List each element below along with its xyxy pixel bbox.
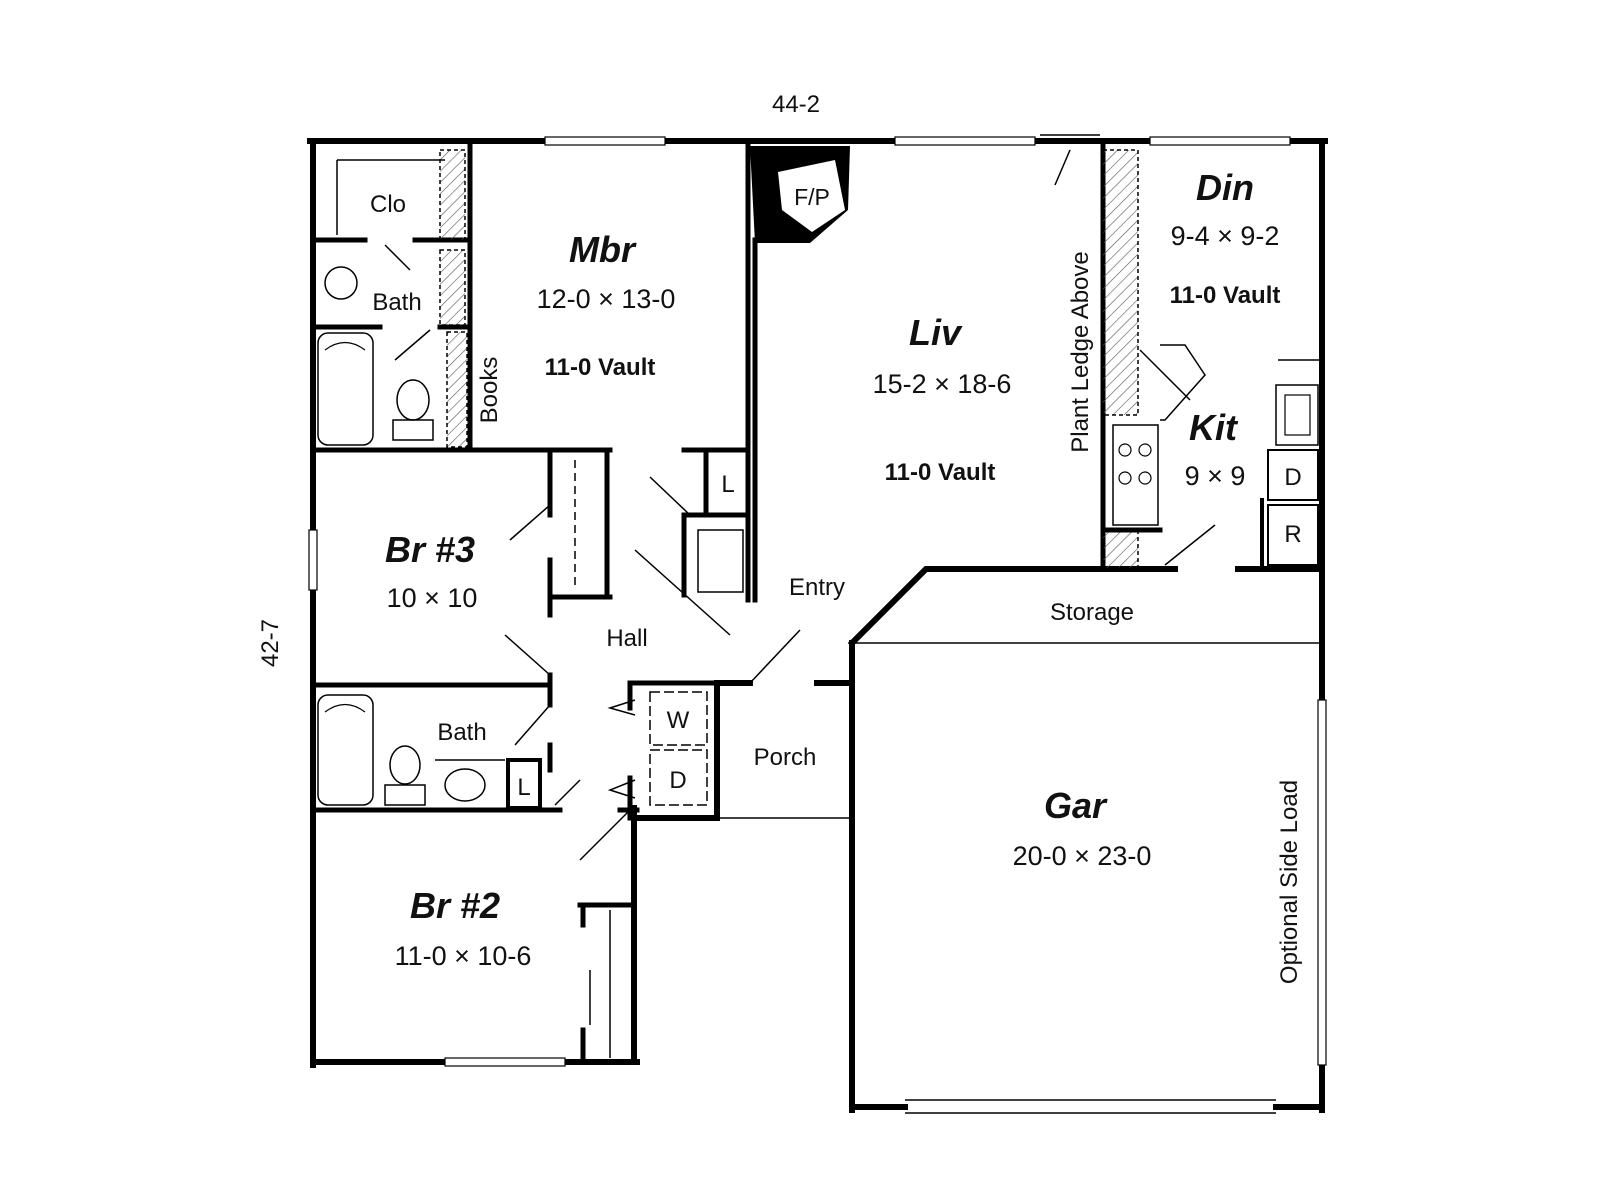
- width-dimension: 44-2: [772, 91, 820, 118]
- hall-linen-label: L: [517, 774, 530, 801]
- kit-name: Kit: [1189, 407, 1239, 448]
- porch-label: Porch: [754, 744, 817, 771]
- washer-label: W: [667, 707, 690, 734]
- hall-bath-label: Bath: [437, 719, 486, 746]
- fireplace-label: F/P: [794, 184, 830, 210]
- plan-labels: 44-2 42-7 Mbr 12-0 × 13-0 11-0 Vault Liv…: [257, 91, 1303, 984]
- fixtures: [317, 266, 505, 806]
- dryer-label: D: [669, 767, 686, 794]
- depth-dimension: 42-7: [257, 619, 284, 667]
- mbr-name: Mbr: [569, 229, 637, 270]
- plant-ledge-label: Plant Ledge Above: [1067, 251, 1094, 453]
- refrigerator-label: R: [1284, 521, 1301, 548]
- gar-size: 20-0 × 23-0: [1013, 841, 1152, 871]
- dishwasher-label: D: [1284, 464, 1301, 491]
- din-note: 11-0 Vault: [1170, 282, 1281, 309]
- din-size: 9-4 × 9-2: [1171, 221, 1280, 251]
- interior-walls: [310, 138, 1322, 1065]
- clo-label: Clo: [370, 191, 406, 218]
- gar-name: Gar: [1044, 785, 1108, 826]
- br2-name: Br #2: [410, 885, 500, 926]
- hall-label: Hall: [606, 625, 647, 652]
- liv-note: 11-0 Vault: [885, 459, 996, 486]
- mbr-size: 12-0 × 13-0: [537, 284, 676, 314]
- master-linen-label: L: [721, 471, 734, 498]
- side-load-label: Optional Side Load: [1276, 780, 1303, 984]
- storage-label: Storage: [1050, 599, 1134, 626]
- mbr-note: 11-0 Vault: [545, 354, 656, 381]
- br3-size: 10 × 10: [387, 583, 478, 613]
- kit-size: 9 × 9: [1185, 461, 1246, 491]
- exterior-walls: [307, 138, 1328, 1114]
- master-bath-label: Bath: [372, 289, 421, 316]
- door-swings: [384, 244, 1216, 861]
- din-name: Din: [1196, 167, 1254, 208]
- windows: [308, 134, 1327, 1067]
- liv-name: Liv: [909, 312, 963, 353]
- fireplace: [750, 146, 850, 243]
- entry-label: Entry: [789, 574, 845, 601]
- br2-size: 11-0 × 10-6: [395, 941, 532, 971]
- br3-name: Br #3: [385, 529, 475, 570]
- books-label: Books: [476, 357, 503, 424]
- liv-size: 15-2 × 18-6: [873, 369, 1012, 399]
